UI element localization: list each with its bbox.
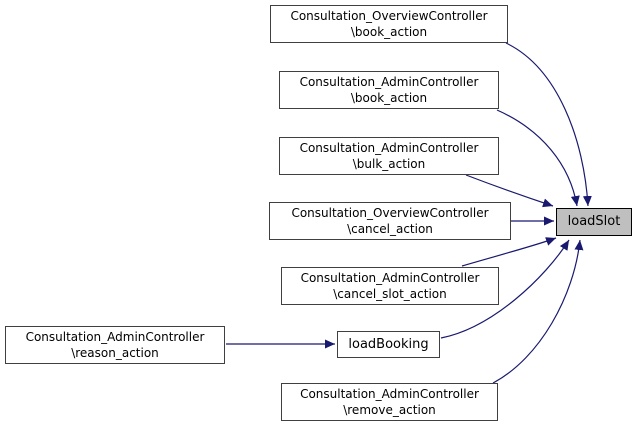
node-label-line1: Consultation_OverviewController	[290, 9, 488, 23]
node-label-line1: Consultation_OverviewController	[291, 206, 489, 220]
node-label-line2: \reason_action	[71, 346, 159, 360]
node-label-line1: Consultation_AdminController	[300, 271, 480, 285]
node-label-line2: \cancel_slot_action	[333, 287, 447, 301]
node-label-line1: Consultation_AdminController	[25, 330, 205, 344]
node-label-line2: \remove_action	[343, 403, 436, 417]
node-consultation-admincontroller-bulk-action[interactable]: Consultation_AdminController \bulk_actio…	[279, 137, 499, 175]
node-label-line2: \cancel_action	[347, 222, 433, 236]
edge-ov-book-action-to-loadslot	[505, 42, 592, 207]
node-consultation-admincontroller-book-action[interactable]: Consultation_AdminController \book_actio…	[279, 71, 499, 109]
node-label-line1: Consultation_AdminController	[299, 75, 479, 89]
node-consultation-admincontroller-remove-action[interactable]: Consultation_AdminController \remove_act…	[281, 383, 498, 421]
node-label: loadBooking	[348, 336, 429, 352]
node-consultation-overviewcontroller-book-action[interactable]: Consultation_OverviewController \book_ac…	[270, 5, 508, 43]
node-label-line2: \bulk_action	[352, 157, 426, 171]
edge-ad-remove-action-to-loadslot	[492, 239, 584, 384]
node-label: loadSlot	[567, 214, 621, 229]
node-label-line1: Consultation_AdminController	[299, 141, 479, 155]
node-consultation-overviewcontroller-cancel-action[interactable]: Consultation_OverviewController \cancel_…	[269, 202, 511, 240]
node-loadslot-target: loadSlot	[556, 208, 632, 236]
node-label-line1: Consultation_AdminController	[300, 387, 479, 401]
node-label-line2: \book_action	[350, 25, 428, 39]
node-label-line2: \book_action	[350, 91, 428, 105]
node-consultation-admincontroller-cancel-slot-action[interactable]: Consultation_AdminController \cancel_slo…	[281, 267, 499, 305]
edge-ad-cancel-slot-action-to-loadslot	[461, 237, 557, 267]
node-loadbooking[interactable]: loadBooking	[337, 331, 440, 358]
edge-ad-book-action-to-loadslot	[496, 109, 580, 207]
node-consultation-admincontroller-reason-action[interactable]: Consultation_AdminController \reason_act…	[5, 326, 225, 364]
